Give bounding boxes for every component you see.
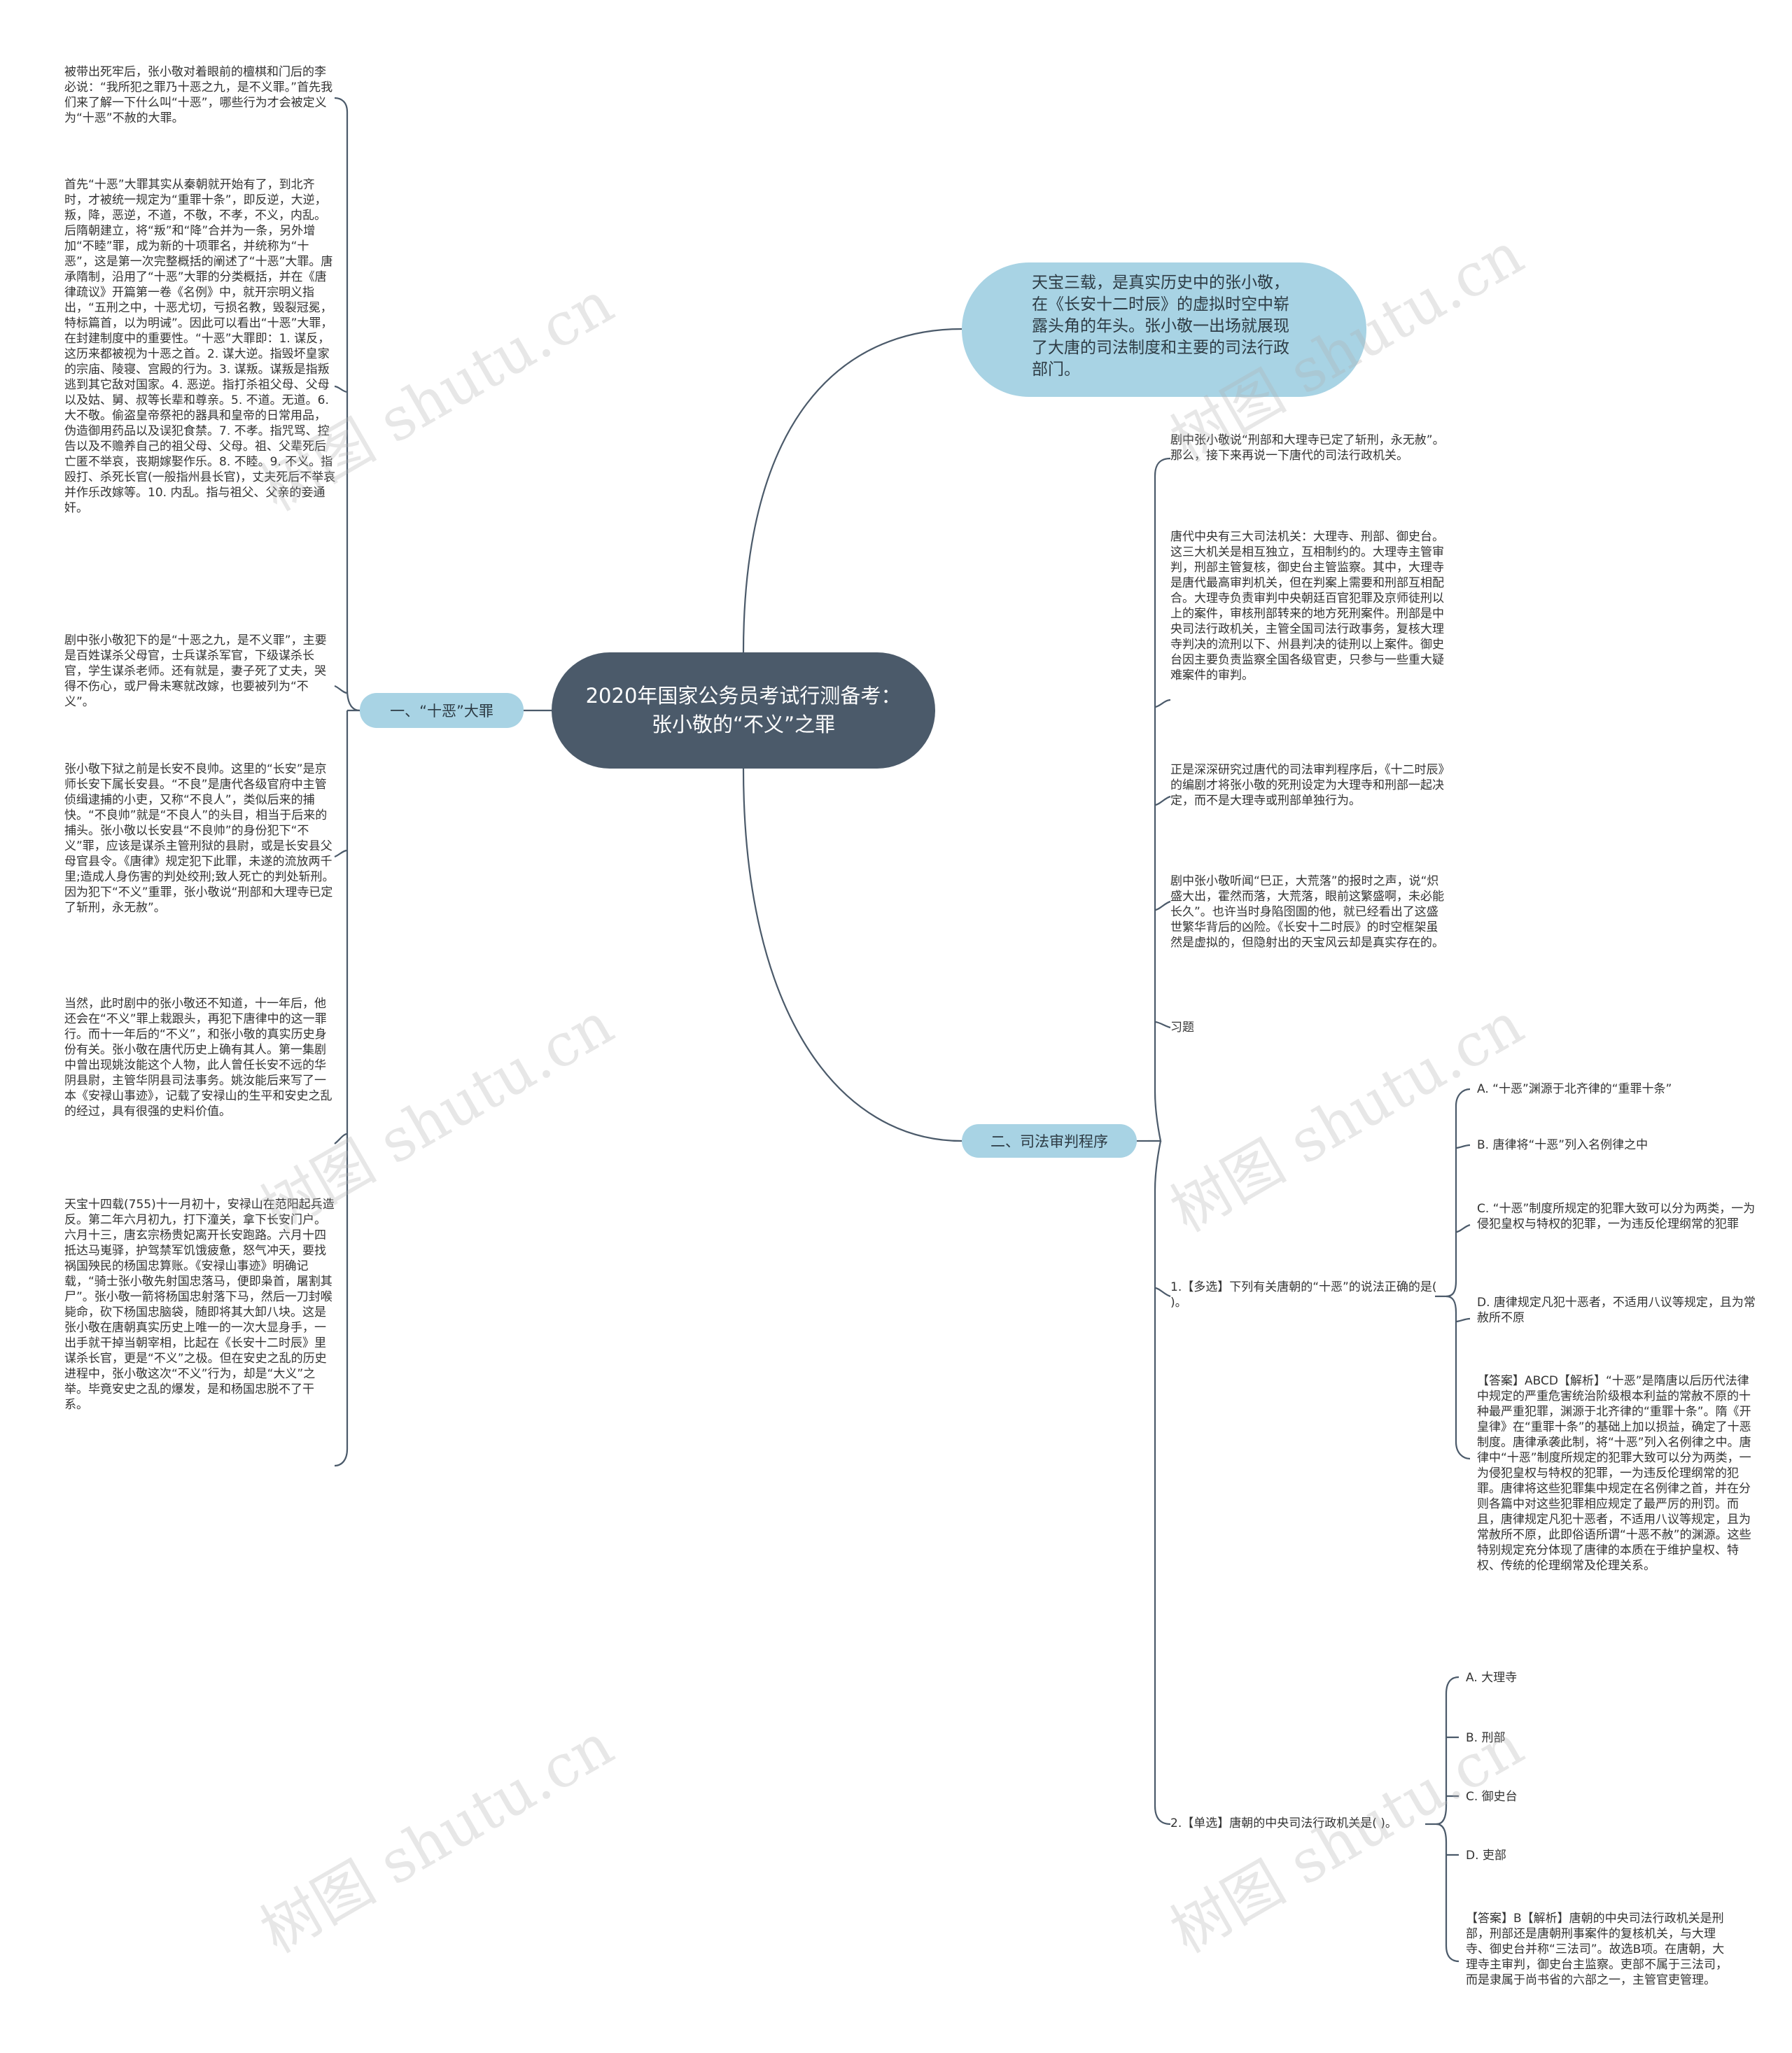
question-1-answer: 【答案】ABCD【解析】“十恶”是隋唐以后历代法律中规定的严重危害统治阶级根本利… (1477, 1374, 1751, 1573)
question-1-stem: 1.【多选】下列有关唐朝的“十恶”的说法正确的是( )。 (1170, 1280, 1441, 1310)
procedure-note-1: 剧中张小敬说“刑部和大理寺已定了斩刑，永无赦”。那么，接下来再说一下唐代的司法行… (1170, 433, 1445, 463)
question-2-stem: 2.【单选】唐朝的中央司法行政机关是( )。 (1170, 1816, 1397, 1830)
ten-evils-note-6: 天宝十四载(755)十一月初十，安禄山在范阳起兵造反。第二年六月初九，打下潼关，… (64, 1198, 335, 1412)
ten-evils-note-5: 当然，此时剧中的张小敬还不知道，十一年后，他还会在“不义”罪上栽跟头，再犯下唐律… (64, 997, 332, 1119)
question-1-option-c: C. “十恶”制度所规定的犯罪大致可以分为两类，一为侵犯皇权与特权的犯罪，一为违… (1477, 1202, 1756, 1231)
procedure-note-4: 剧中张小敬听闻“巳正，大荒落”的报时之声，说“炽盛大出，霍然而落，大荒落，眼前这… (1170, 874, 1444, 950)
branch-judicial-procedure-label: 二、司法审判程序 (990, 1133, 1108, 1150)
question-1-option-d: D. 唐律规定凡犯十恶者，不适用八议等规定，且为常赦所不原 (1477, 1296, 1756, 1325)
ten-evils-note-4: 张小敬下狱之前是长安不良帅。这里的“长安”是京师长安下属长安县。“不良”是唐代各… (64, 762, 335, 915)
exercises-label: 习题 (1170, 1021, 1194, 1035)
question-2-option-b: B. 刑部 (1466, 1731, 1506, 1745)
procedure-note-2: 唐代中央有三大司法机关：大理寺、刑部、御史台。这三大机关是相互独立，互相制约的。… (1170, 530, 1444, 682)
branch-ten-evils[interactable]: 一、“十恶”大罪 (360, 693, 524, 728)
procedure-note-3: 正是深深研究过唐代的司法审判程序后，《十二时辰》的编剧才将张小敬的死刑设定为大理… (1170, 763, 1444, 808)
question-2-option-c: C. 御史台 (1466, 1790, 1518, 1804)
question-2-option-d: D. 吏部 (1466, 1849, 1506, 1863)
question-1-option-a: A. “十恶”渊源于北齐律的“重罪十条” (1477, 1082, 1672, 1096)
center-topic[interactable]: 2020年国家公务员考试行测备考：张小敬的“不义”之罪 (552, 652, 935, 769)
branch-judicial-procedure[interactable]: 二、司法审判程序 (962, 1124, 1137, 1158)
question-2-option-a: A. 大理寺 (1466, 1671, 1518, 1685)
question-1-option-b: B. 唐律将“十恶”列入名例律之中 (1477, 1138, 1648, 1152)
ten-evils-note-3: 剧中张小敬犯下的是“十恶之九，是不义罪”，主要是百姓谋杀父母官，士兵谋杀军官，下… (64, 633, 327, 709)
intro-text: 天宝三载，是真实历史中的张小敬，在《长安十二时辰》的虚拟时空中崭露头角的年头。张… (1032, 274, 1289, 379)
center-topic-text: 2020年国家公务员考试行测备考：张小敬的“不义”之罪 (585, 684, 902, 736)
ten-evils-note-2: 首先“十恶”大罪其实从秦朝就开始有了，到北齐时，才被统一规定为“重罪十条”，即反… (64, 178, 336, 515)
intro-node[interactable]: 天宝三载，是真实历史中的张小敬，在《长安十二时辰》的虚拟时空中崭露头角的年头。张… (962, 262, 1366, 397)
question-2-answer: 【答案】B【解析】唐朝的中央司法行政机关是刑部，刑部还是唐朝刑事案件的复核机关，… (1466, 1912, 1728, 1987)
branch-ten-evils-label: 一、“十恶”大罪 (390, 703, 493, 720)
ten-evils-note-1: 被带出死牢后，张小敬对着眼前的檀棋和门后的李必说：“我所犯之罪乃十恶之九，是不义… (64, 65, 333, 125)
